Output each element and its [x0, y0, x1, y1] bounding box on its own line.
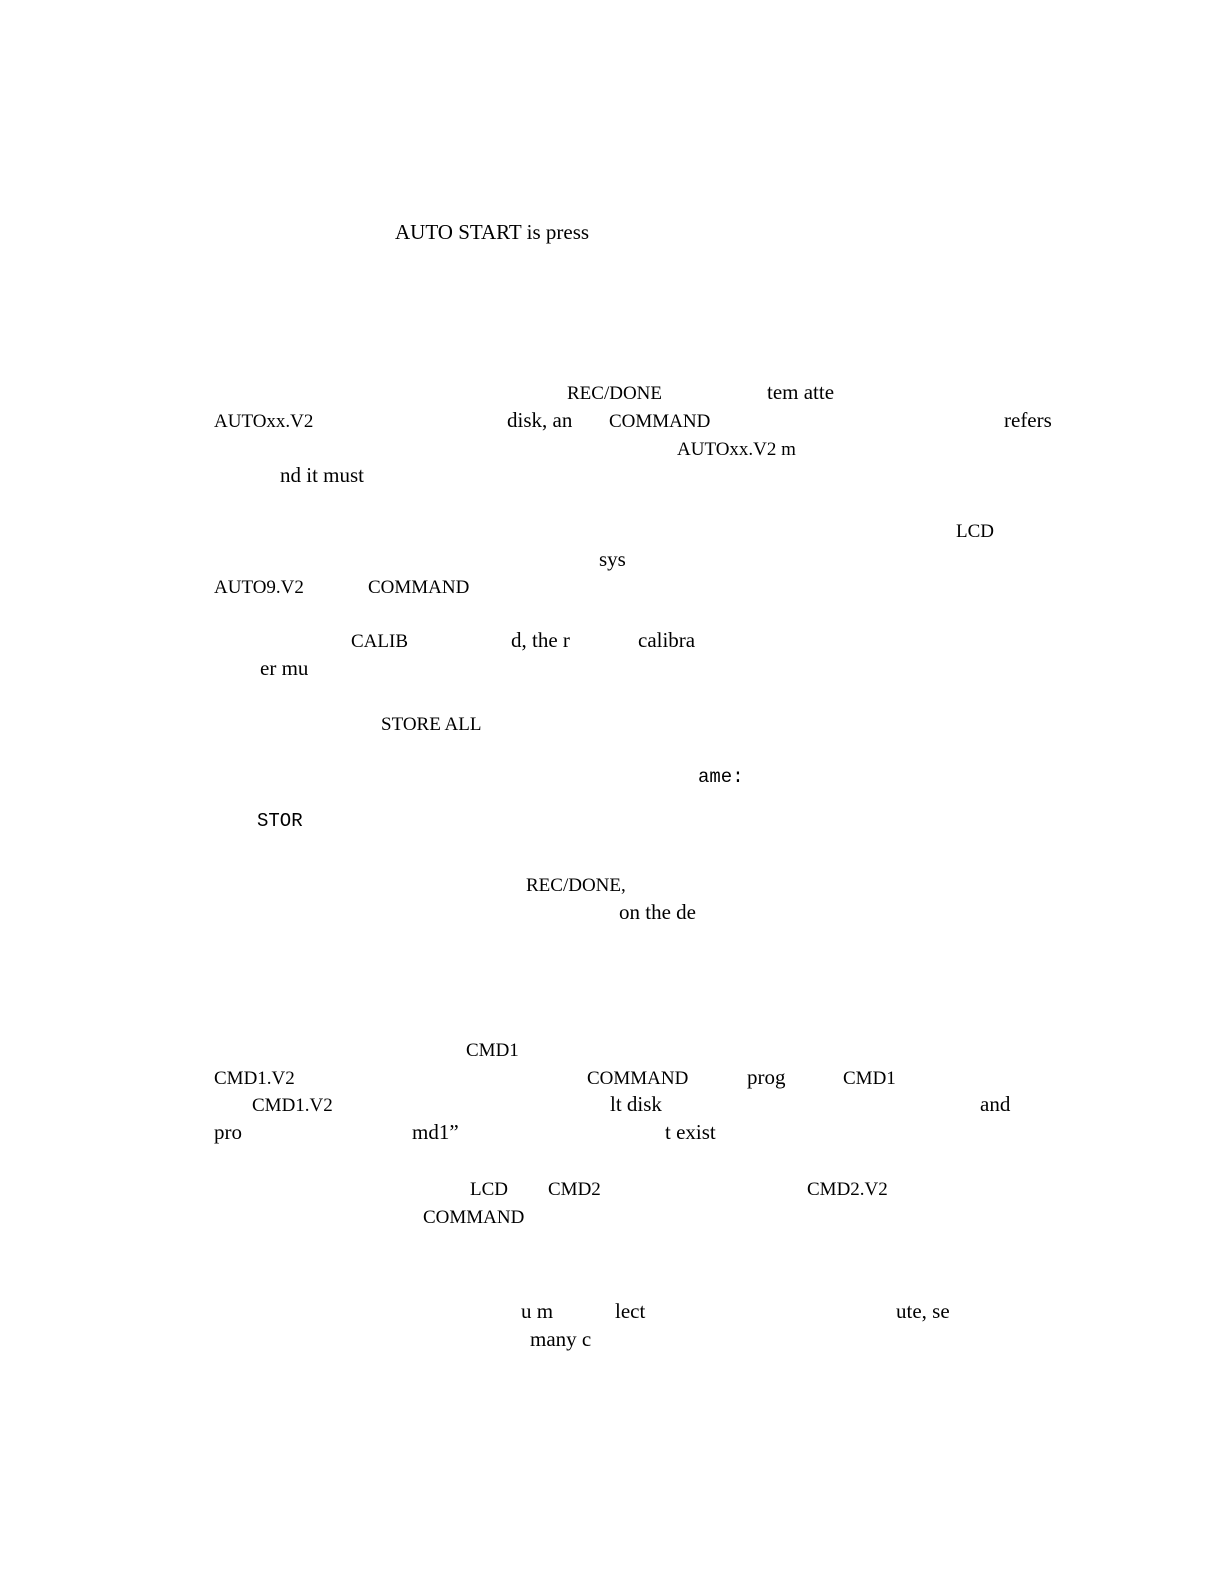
text-fragment: AUTO START is press	[395, 220, 590, 244]
text-fragment: prog	[747, 1065, 786, 1089]
text-fragment: LCD	[470, 1179, 508, 1200]
text-fragment: COMMAND	[587, 1068, 689, 1089]
text-fragment: d, the r	[511, 628, 570, 652]
text-fragment: STOR	[257, 810, 303, 832]
text-fragment: and	[980, 1092, 1011, 1116]
text-fragment: pro	[214, 1120, 242, 1144]
text-fragment: disk, an	[507, 408, 573, 432]
text-fragment: CALIB	[351, 631, 408, 652]
text-fragment: COMMAND	[609, 411, 711, 432]
text-fragment: REC/DONE,	[526, 875, 626, 896]
text-fragment: CMD2.V2	[807, 1179, 888, 1200]
text-fragment: AUTOxx.V2	[214, 411, 314, 432]
text-fragment: AUTO9.V2	[214, 577, 304, 598]
text-fragment: ute, se	[896, 1299, 950, 1323]
text-fragment: AUTOxx.V2 m	[677, 439, 796, 460]
text-fragment: COMMAND	[368, 577, 470, 598]
text-fragment: REC/DONE	[567, 383, 662, 404]
text-fragment: CMD1	[843, 1068, 896, 1089]
text-fragment: CMD1	[466, 1040, 519, 1061]
text-fragment: lect	[615, 1299, 646, 1323]
text-fragment: nd it must	[280, 463, 365, 487]
text-fragment: CMD2	[548, 1179, 601, 1200]
text-fragment: COMMAND	[423, 1207, 525, 1228]
text-fragment: md1”	[412, 1120, 459, 1144]
text-fragment: CMD1.V2	[252, 1095, 333, 1116]
text-fragment: LCD	[956, 521, 994, 542]
text-fragment: on the de	[619, 900, 696, 924]
text-fragment: sys	[599, 547, 626, 571]
text-fragment: CMD1.V2	[214, 1068, 295, 1089]
text-fragment: calibra	[638, 628, 696, 652]
text-fragment: ame:	[698, 766, 744, 788]
text-fragment: many c	[530, 1327, 592, 1351]
text-fragment: lt disk	[610, 1092, 662, 1116]
text-fragment: refers	[1004, 408, 1052, 432]
text-fragment: STORE ALL	[381, 714, 482, 735]
text-fragment: t exist	[665, 1120, 716, 1144]
text-fragment: er mu	[260, 656, 309, 680]
text-fragment: tem atte	[767, 380, 835, 404]
text-fragment: u m	[521, 1299, 554, 1323]
